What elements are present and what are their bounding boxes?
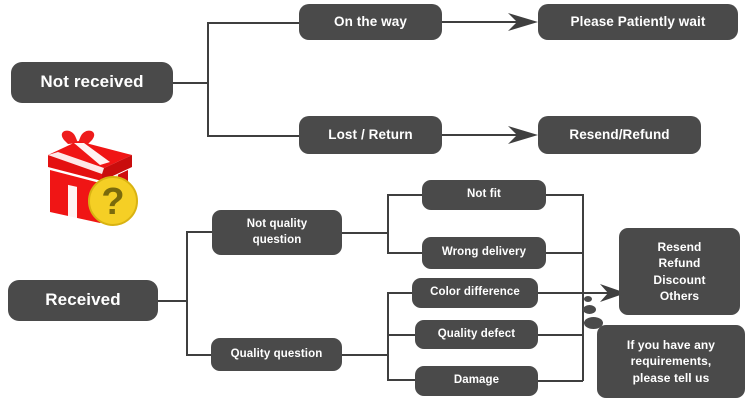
node-resend-refund[interactable]: Resend/Refund — [538, 116, 701, 154]
arrowhead-to-please-wait — [508, 13, 538, 31]
connector-damage-out — [538, 380, 583, 382]
requirements-note-line1: If you have any — [626, 338, 716, 353]
node-damage[interactable]: Damage — [415, 366, 538, 396]
connector-to-on-the-way — [207, 22, 300, 24]
connector-to-not-quality-question — [186, 231, 214, 233]
outcome-discount: Discount — [653, 272, 706, 287]
node-not-received[interactable]: Not received — [11, 62, 173, 103]
connector-qq-split — [387, 292, 389, 380]
connector-qq-to-quality-defect — [387, 334, 417, 336]
node-not-quality-question[interactable]: Not quality question — [212, 210, 342, 255]
svg-text:?: ? — [101, 181, 124, 223]
connector-quality-defect-out — [538, 334, 583, 336]
speech-dot-large — [584, 317, 603, 329]
connector-lost-return-to-resend — [442, 134, 528, 136]
node-wrong-delivery[interactable]: Wrong delivery — [422, 237, 546, 269]
connector-received-stem — [158, 300, 187, 302]
speech-dot-medium — [583, 305, 596, 314]
connector-to-lost-return — [207, 135, 300, 137]
connector-to-quality-question — [186, 354, 214, 356]
connector-color-difference-out — [538, 292, 583, 294]
node-quality-defect[interactable]: Quality defect — [415, 320, 538, 349]
node-please-patiently-wait[interactable]: Please Patiently wait — [538, 4, 738, 40]
node-outcomes[interactable]: Resend Refund Discount Others — [619, 228, 740, 315]
requirements-note-line2: requirements, — [630, 354, 712, 369]
node-lost-return[interactable]: Lost / Return — [299, 116, 442, 154]
node-not-fit[interactable]: Not fit — [422, 180, 546, 210]
connector-nqq-split — [387, 194, 389, 253]
connector-qq-to-damage — [387, 379, 417, 381]
requirements-note-line3: please tell us — [632, 370, 710, 385]
gift-box-question-icon: ? — [48, 130, 138, 226]
connector-qq-stem — [342, 354, 388, 356]
connector-collector-rail — [582, 194, 584, 381]
node-requirements-note[interactable]: If you have any requirements, please tel… — [597, 325, 745, 398]
connector-wrong-delivery-out — [546, 252, 583, 254]
connector-not-received-stem — [173, 82, 208, 84]
connector-qq-to-color-difference — [387, 292, 415, 294]
node-on-the-way[interactable]: On the way — [299, 4, 442, 40]
outcome-resend: Resend — [657, 240, 702, 255]
node-color-difference[interactable]: Color difference — [412, 278, 538, 308]
node-quality-question[interactable]: Quality question — [211, 338, 342, 371]
arrowhead-to-outcomes — [600, 284, 626, 302]
not-quality-question-line1: Not quality — [246, 217, 308, 230]
connector-not-fit-out — [546, 194, 583, 196]
outcome-refund: Refund — [658, 256, 701, 271]
not-quality-question-line2: question — [252, 233, 302, 246]
connector-nqq-to-not-fit — [387, 194, 423, 196]
connector-not-received-split — [207, 22, 209, 136]
connector-received-split — [186, 231, 188, 355]
connector-nqq-stem — [342, 232, 388, 234]
connector-nqq-to-wrong-delivery — [387, 252, 423, 254]
connector-rail-to-outcomes — [582, 292, 619, 294]
arrowhead-to-resend-refund — [508, 126, 538, 144]
connector-on-the-way-to-wait — [442, 21, 528, 23]
speech-dot-small — [584, 296, 592, 302]
node-received[interactable]: Received — [8, 280, 158, 321]
outcome-others: Others — [659, 288, 700, 303]
